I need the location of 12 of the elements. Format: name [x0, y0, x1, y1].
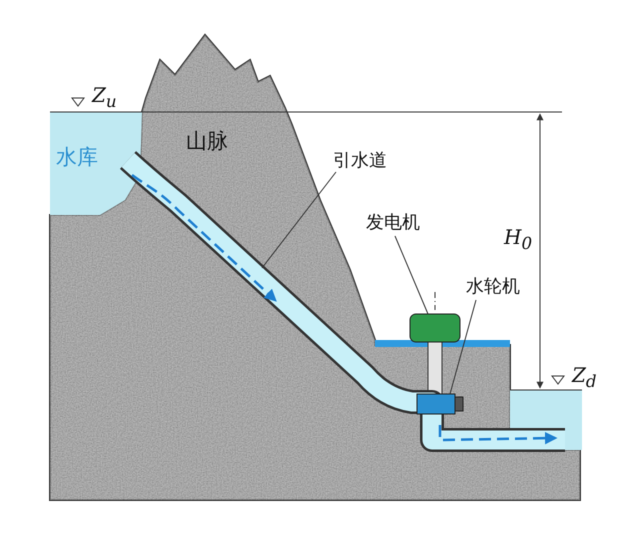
part-label: 引水道: [333, 150, 387, 172]
leader-line: [394, 236, 428, 314]
mountain-label: 山脉: [186, 130, 228, 152]
head-label: H$_{0}$: [504, 226, 532, 255]
water-level-label: Z$_{u}$: [92, 84, 117, 113]
water-level-label: Z$_{d}$: [572, 364, 597, 393]
leader-line: [262, 172, 336, 268]
leader-line: [450, 300, 476, 394]
part-label: 发电机: [366, 212, 420, 234]
reservoir-label: 水库: [56, 146, 98, 168]
penstock-pipe: [120, 151, 565, 452]
part-label: 水轮机: [466, 276, 520, 298]
